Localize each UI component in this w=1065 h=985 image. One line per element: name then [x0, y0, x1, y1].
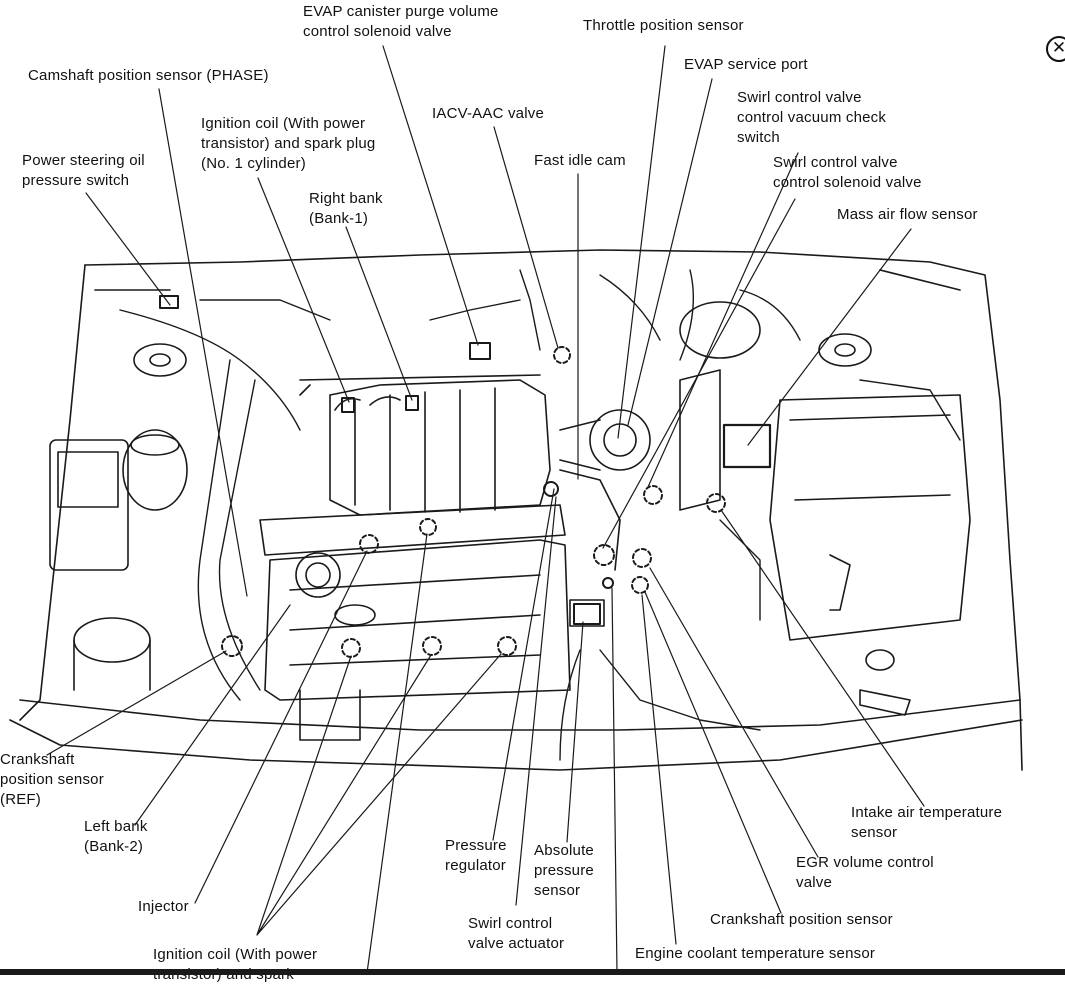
label-egr-volume-control-valve: EGR volume control valve [796, 854, 934, 891]
throttle-body-area [559, 301, 761, 627]
label-swirl-vacuum-check-switch: Swirl control valve control vacuum check… [737, 89, 887, 146]
label-mass-air-flow-sensor: Mass air flow sensor [837, 206, 978, 223]
label-ignition-coil-bottom: Ignition coil (With power transistor) an… [153, 946, 318, 983]
label-swirl-valve-actuator: Swirl control valve actuator [468, 915, 565, 952]
label-left-bank: Left bank (Bank-2) [84, 818, 148, 855]
label-engine-coolant-temp-sensor: Engine coolant temperature sensor [635, 945, 876, 962]
label-ignition-coil-no1: Ignition coil (With power transistor) an… [201, 115, 376, 172]
label-right-bank: Right bank (Bank-1) [309, 190, 383, 227]
label-evap-service-port: EVAP service port [684, 56, 808, 73]
label-iacv-aac-valve: IACV-AAC valve [432, 105, 545, 122]
connector-markers [159, 295, 614, 625]
label-power-steering-switch: Power steering oil pressure switch [22, 152, 145, 189]
left-strut-area [49, 343, 188, 691]
label-absolute-pressure-sensor: Absolute pressure sensor [534, 842, 594, 899]
label-pressure-regulator: Pressure regulator [445, 837, 507, 874]
intake-manifold [259, 374, 566, 556]
label-fast-idle-cam: Fast idle cam [534, 152, 626, 169]
label-throttle-position-sensor: Throttle position sensor [583, 17, 744, 34]
label-crankshaft-position-sensor: Crankshaft position sensor [710, 911, 893, 928]
label-camshaft-position-sensor: Camshaft position sensor (PHASE) [28, 67, 269, 84]
leader-lines [46, 45, 925, 974]
label-crankshaft-ref: Crankshaft position sensor (REF) [0, 751, 104, 808]
rocker-cover [264, 539, 571, 741]
air-cleaner-box [722, 333, 971, 716]
label-injector: Injector [138, 898, 189, 915]
body-frame [9, 249, 1023, 771]
label-evap-purge-valve: EVAP canister purge volume control solen… [303, 3, 499, 40]
label-intake-air-temp-sensor: Intake air temperature sensor [851, 804, 1003, 841]
close-icon[interactable]: ✕ [1046, 36, 1065, 62]
component-markers [221, 346, 726, 658]
label-swirl-solenoid-valve: Swirl control valve control solenoid val… [773, 154, 922, 191]
bottom-edge-bar [0, 969, 1065, 975]
hoses [119, 269, 961, 761]
